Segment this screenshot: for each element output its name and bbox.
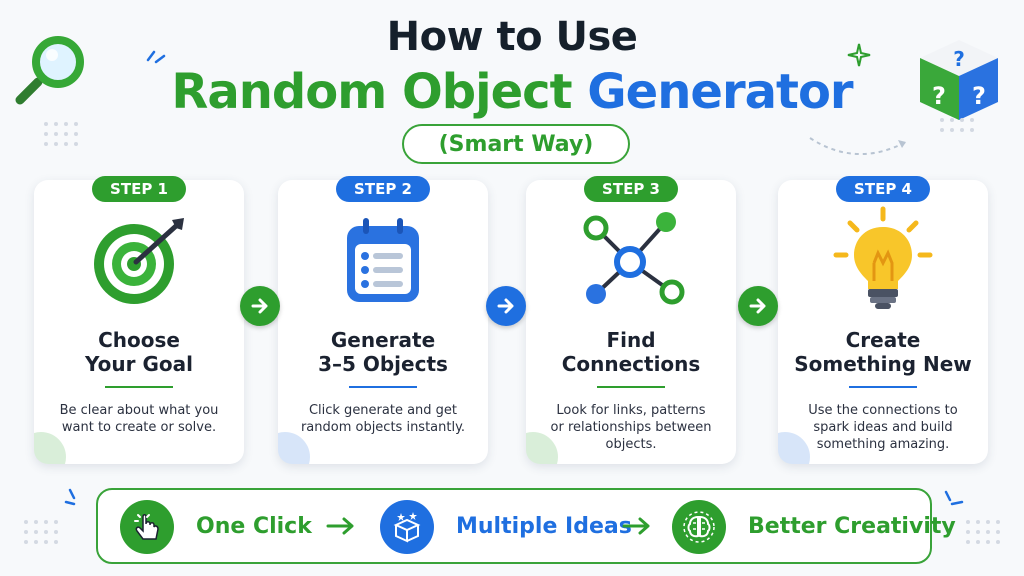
dashed-arc <box>806 128 916 172</box>
question-cube-icon: ? ? ? <box>914 34 1004 130</box>
step-badge-4: STEP 4 <box>836 176 930 202</box>
pointer-click-icon <box>120 500 174 554</box>
sparkle-icon <box>846 42 872 72</box>
decorative-dots <box>940 118 974 132</box>
arrow-right-icon <box>326 514 356 542</box>
arrow-right-icon <box>622 514 652 542</box>
page-title: How to Use <box>386 14 638 60</box>
decorative-dots <box>966 520 1000 544</box>
next-arrow-icon <box>486 286 526 326</box>
flow-label-multiple-ideas: Multiple Ideas <box>456 514 632 539</box>
subtitle-pill: (Smart Way) <box>402 124 630 164</box>
step-badge-2: STEP 2 <box>336 176 430 202</box>
spark-lines-icon <box>144 44 166 68</box>
magnifier-icon <box>10 28 92 114</box>
svg-text:?: ? <box>932 82 946 110</box>
decorative-dots <box>24 520 58 544</box>
title-underline <box>105 386 173 388</box>
brain-icon <box>672 500 726 554</box>
spark-lines-icon <box>940 488 964 516</box>
flow-label-better-creativity: Better Creativity <box>748 514 956 539</box>
title-underline <box>597 386 665 388</box>
title-green-part: Random Object <box>171 64 572 120</box>
step-badge-1: STEP 1 <box>92 176 186 202</box>
step-badge-3: STEP 3 <box>584 176 678 202</box>
title-blue-part: Generator <box>587 64 853 120</box>
next-arrow-icon <box>738 286 778 326</box>
svg-text:?: ? <box>953 47 965 71</box>
title-underline <box>349 386 417 388</box>
target-icon <box>34 210 244 310</box>
page-title-main: Random Object Generator <box>0 64 1024 120</box>
spark-lines-icon <box>64 486 86 514</box>
svg-text:?: ? <box>972 82 986 110</box>
title-underline <box>849 386 917 388</box>
list-icon <box>278 210 488 310</box>
next-arrow-icon <box>240 286 280 326</box>
benefits-flow-bar: One Click Multiple Ideas Better Creativi… <box>96 488 956 564</box>
decorative-dots <box>44 122 78 146</box>
gift-box-icon <box>380 500 434 554</box>
network-icon <box>526 210 736 310</box>
flow-label-one-click: One Click <box>196 514 312 539</box>
lightbulb-icon <box>778 206 988 310</box>
